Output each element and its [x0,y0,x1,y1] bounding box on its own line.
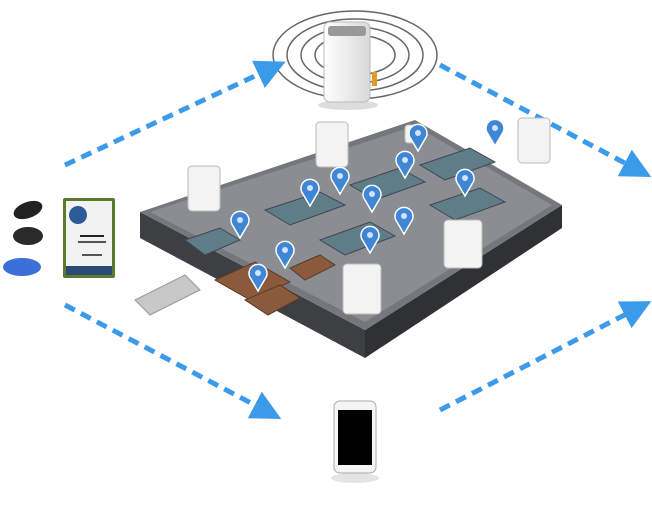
location-pin-dot [492,125,498,131]
keyfob-tag-icon [13,227,43,245]
main-router-icon [323,21,377,103]
arrow-tags-to-router [63,60,286,168]
location-pin-dot [415,130,421,136]
wristband-tag-icon [3,258,41,276]
location-pin-icon [362,184,382,214]
router-icon [443,219,483,269]
location-pin-dot [369,191,375,197]
location-pin-icon [485,118,505,148]
location-pin-icon [455,168,475,198]
smartphone-icon [333,400,377,474]
floor-routers [187,117,551,315]
tag-devices [3,198,115,278]
location-pin-dot [255,270,261,276]
arrow-phone-to-server [438,301,652,413]
location-pin-icon [230,210,250,240]
router-icon [342,263,382,315]
location-pin-dot [282,247,288,253]
badge-tag-icon [63,198,115,278]
location-pin-icon [395,150,415,180]
router-icon [517,117,551,164]
location-pin-dot [401,213,407,219]
location-pin-dot [462,175,468,181]
location-pin-dot [307,185,313,191]
location-pin-icon [408,123,428,153]
location-pin-dot [237,217,243,223]
router-icon [187,165,221,212]
location-pin-dot [402,157,408,163]
location-pins [230,118,505,293]
location-pin-icon [300,178,320,208]
location-pin-dot [337,173,343,179]
location-pin-icon [330,166,350,196]
location-pin-icon [394,206,414,236]
keyfob-tag-icon [13,200,43,220]
arrow-tags-to-phone [63,302,282,419]
location-pin-icon [275,240,295,270]
location-pin-icon [248,263,268,293]
router-icon [315,121,349,168]
location-pin-dot [367,232,373,238]
location-pin-icon [360,225,380,255]
